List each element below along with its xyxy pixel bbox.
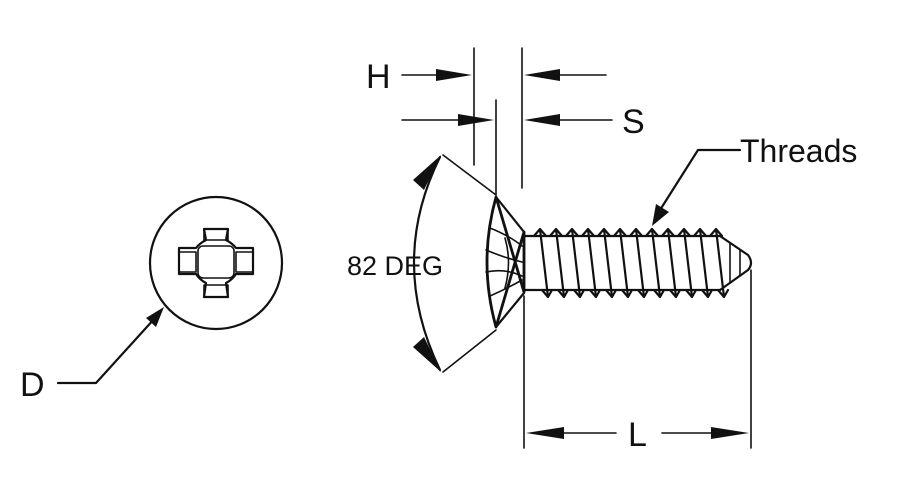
dimension-s (401, 99, 613, 196)
oval-head-tapping-screw-icon (485, 195, 753, 329)
thread-crest (596, 227, 618, 299)
thread-crest (676, 227, 698, 299)
angle-dimension (412, 154, 497, 373)
thread-crest (532, 227, 554, 299)
screw-head (485, 195, 526, 329)
thread-crest (612, 227, 634, 299)
label-s: S (622, 103, 645, 141)
head-top-view (148, 195, 284, 331)
screw-tip (718, 234, 753, 292)
threads-leader (652, 148, 742, 226)
diameter-leader (56, 307, 164, 385)
thread-crest (692, 227, 714, 299)
label-angle: 82 DEG (347, 251, 443, 281)
thread-crest (628, 227, 650, 299)
label-d: D (20, 366, 45, 404)
dimension-h (401, 47, 607, 189)
label-l: L (628, 416, 647, 454)
thread-crests (532, 227, 730, 299)
thread-crest (548, 227, 570, 299)
phillips-recess-icon (177, 227, 255, 299)
label-threads: Threads (740, 133, 857, 169)
thread-crest (564, 227, 586, 299)
label-h: H (366, 58, 391, 96)
thread-crest (708, 227, 730, 299)
head-outline-circle (148, 195, 284, 331)
thread-crest (580, 227, 602, 299)
dimension-l (523, 269, 752, 449)
thread-crest (644, 227, 666, 299)
thread-crest (660, 227, 682, 299)
